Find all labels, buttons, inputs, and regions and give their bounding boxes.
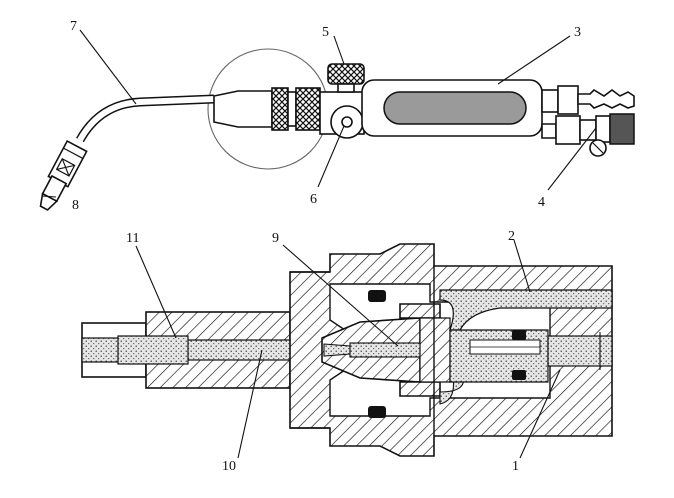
torch-exterior (39, 48, 635, 211)
leader-lines (41, 29, 597, 459)
label-2: 2 (508, 229, 515, 244)
label-5: 5 (322, 25, 329, 40)
torch-section (81, 243, 613, 457)
label-10: 10 (222, 459, 236, 474)
valve-knob (327, 63, 365, 85)
label-1: 1 (512, 459, 519, 474)
label-7: 7 (70, 19, 77, 34)
label-3: 3 (574, 25, 581, 40)
label-6: 6 (310, 192, 317, 207)
nozzle-tip (39, 139, 88, 211)
label-4: 4 (538, 195, 545, 210)
part-labels: 7 8 5 3 4 6 11 9 2 10 1 (70, 19, 581, 474)
handle-grip (383, 91, 527, 125)
o-ring-top (368, 290, 386, 302)
connector-cap (609, 113, 635, 145)
tapered-nipple (213, 90, 273, 128)
knurled-nut (271, 87, 289, 131)
label-11: 11 (126, 231, 139, 246)
label-9: 9 (272, 231, 279, 246)
powder-chamber (449, 329, 549, 383)
o-ring-bottom (368, 406, 386, 418)
label-8: 8 (72, 198, 79, 213)
powder-connector (595, 115, 611, 143)
